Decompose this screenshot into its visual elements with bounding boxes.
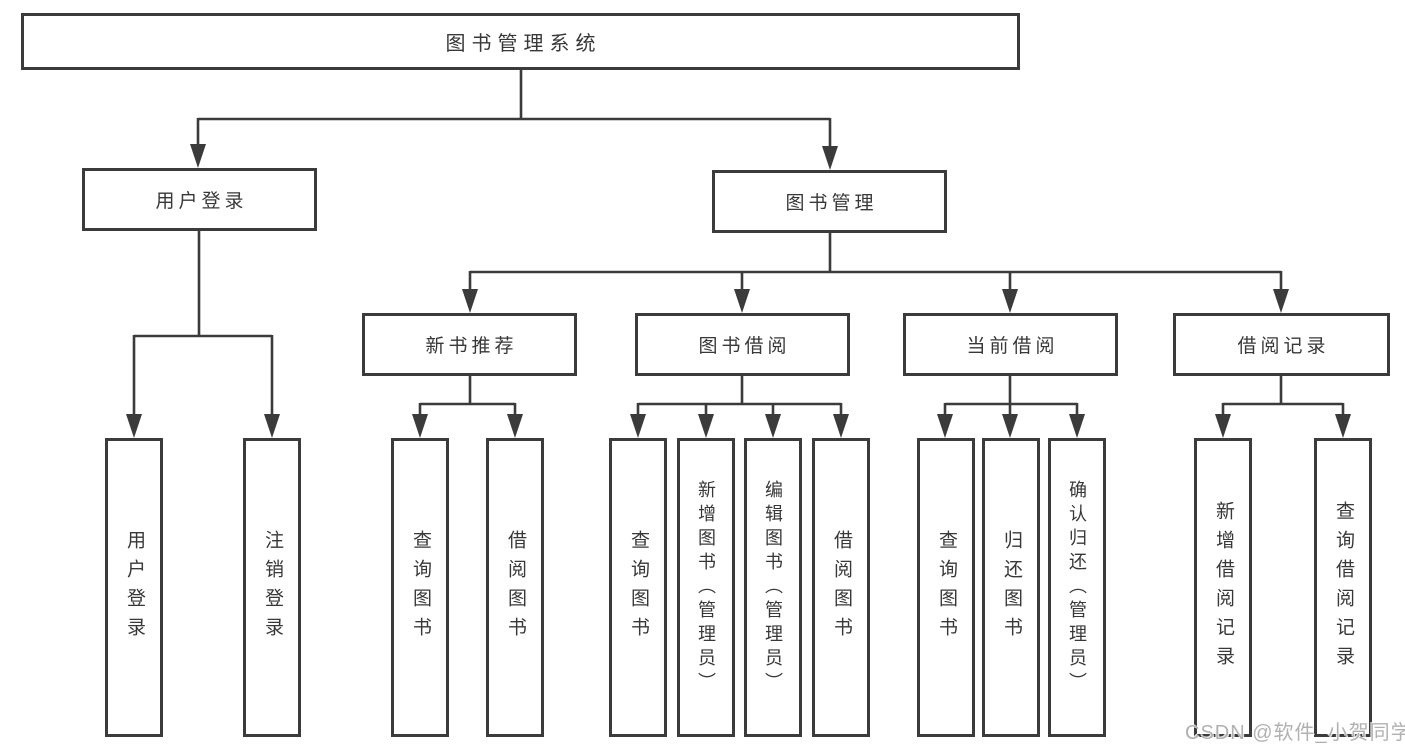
- leaf-newbooks-borrow-book: 借阅图书: [486, 438, 544, 737]
- leaf-borrow-query-book: 查询图书: [609, 438, 667, 737]
- node-book-management: 图书管理: [712, 170, 947, 233]
- leaf-borrow-borrow-book: 借阅图书: [812, 438, 870, 737]
- leaf-borrow-edit-book-admin: 编辑图书（管理员）: [744, 438, 802, 737]
- csdn-watermark: CSDN @软件_小贺同学: [1185, 722, 1405, 744]
- leaf-user-login: 用户登录: [105, 438, 163, 737]
- leaf-logout: 注销登录: [243, 438, 301, 737]
- leaf-current-return-book: 归还图书: [982, 438, 1040, 737]
- leaf-records-add-record: 新增借阅记录: [1194, 438, 1252, 737]
- node-new-book-recommend: 新书推荐: [362, 313, 577, 376]
- leaf-current-confirm-return-admin: 确认归还（管理员）: [1048, 438, 1106, 737]
- leaf-current-query-book: 查询图书: [917, 438, 975, 737]
- node-current-borrow: 当前借阅: [903, 313, 1118, 376]
- leaf-records-query-record: 查询借阅记录: [1314, 438, 1372, 737]
- node-borrow-records: 借阅记录: [1173, 313, 1390, 376]
- leaf-newbooks-query-book: 查询图书: [391, 438, 449, 737]
- node-user-login: 用户登录: [82, 168, 317, 231]
- leaf-borrow-add-book-admin: 新增图书（管理员）: [677, 438, 735, 737]
- node-root-system: 图书管理系统: [21, 13, 1020, 70]
- node-book-borrow: 图书借阅: [635, 313, 850, 376]
